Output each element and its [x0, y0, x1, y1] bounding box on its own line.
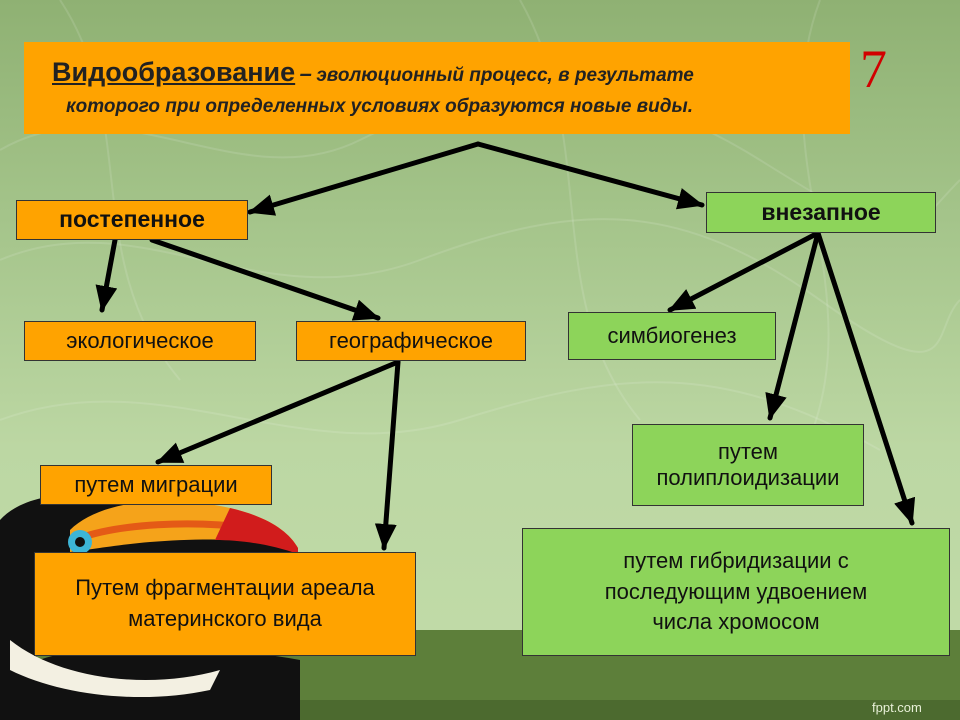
- arrow-gradual-to-geographic: [149, 237, 381, 321]
- arrow-geographic-to-migration: [155, 359, 401, 465]
- node-ecological: экологическое: [24, 321, 256, 361]
- node-geographic: географическое: [296, 321, 526, 361]
- slide-number: 7: [860, 39, 887, 99]
- definition-line-2: которого при определенных условиях образ…: [52, 96, 850, 119]
- watermark: fppt.com: [872, 700, 922, 715]
- arrow-root-to-gradual: [247, 141, 481, 216]
- arrow-root-to-sudden: [475, 141, 705, 210]
- node-sudden: внезапное: [706, 192, 936, 233]
- arrow-gradual-to-ecological: [95, 237, 118, 313]
- node-hybridization: путем гибридизации с последующим удвоени…: [522, 528, 950, 656]
- arrow-sudden-to-polyploidization: [765, 230, 821, 421]
- node-fragmentation: Путем фрагментации ареала материнского в…: [34, 552, 416, 656]
- node-gradual: постепенное: [16, 200, 248, 240]
- definition-box: Видообразование – эволюционный процесс, …: [24, 42, 850, 134]
- node-polyploidization: путем полиплоидизации: [632, 424, 864, 506]
- definition-text-1: эволюционный процесс, в результате: [316, 65, 694, 86]
- node-migration: путем миграции: [40, 465, 272, 505]
- arrow-sudden-to-symbiogenesis: [667, 230, 821, 313]
- toucan-illustration: [0, 494, 300, 720]
- definition-text-2: которого при определенных условиях образ…: [66, 96, 693, 118]
- node-symbiogenesis: симбиогенез: [568, 312, 776, 360]
- definition-dash: –: [299, 61, 312, 86]
- definition-line-1: Видообразование – эволюционный процесс, …: [52, 56, 850, 88]
- arrow-sudden-to-hybridization: [815, 230, 916, 526]
- definition-term: Видообразование: [52, 57, 296, 87]
- arrow-geographic-to-fragmentation: [374, 359, 401, 551]
